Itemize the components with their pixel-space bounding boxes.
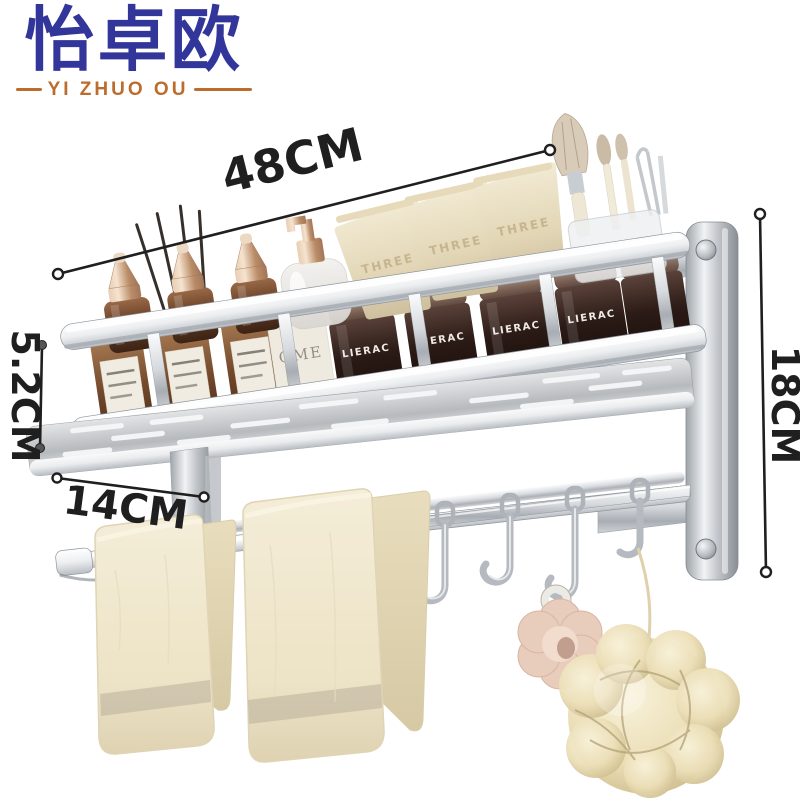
logo-english-row: YI ZHUO OU bbox=[8, 79, 260, 101]
towel-stripe bbox=[248, 684, 382, 724]
logo-dash-left bbox=[15, 88, 42, 92]
small-brush-tuft bbox=[596, 134, 612, 167]
hook-4 bbox=[616, 497, 644, 559]
dimension-label-width: 48CM bbox=[216, 117, 368, 204]
basket-rim bbox=[60, 231, 691, 350]
tray-slots bbox=[62, 365, 672, 458]
tweezers bbox=[635, 147, 649, 158]
towel-left bbox=[94, 514, 237, 755]
towel-right bbox=[242, 488, 431, 763]
basket-posts bbox=[146, 256, 676, 412]
mounting-screw-bottom bbox=[695, 538, 717, 560]
mounting-screw-top bbox=[695, 239, 717, 261]
logo-chinese: 怡卓欧 bbox=[24, 0, 244, 81]
mesh-loofah bbox=[559, 624, 740, 798]
pump-nozzle bbox=[285, 215, 307, 233]
dimension-label-bracket-height: 18CM bbox=[763, 346, 800, 465]
logo-dash-right bbox=[194, 88, 253, 92]
brand-logo: 怡卓欧 YI ZHUO OU bbox=[8, 2, 260, 101]
hook-2 bbox=[479, 513, 514, 586]
hook-3 bbox=[544, 505, 579, 601]
bracket-highlight bbox=[722, 228, 728, 574]
dimension-label-depth: 14CM bbox=[61, 477, 191, 539]
towel-stripe bbox=[100, 680, 211, 716]
dimension-5-2cm: 5.2CM bbox=[3, 329, 47, 463]
dimension-label-tier-height: 5.2CM bbox=[3, 329, 47, 462]
dimension-18cm: 18CM bbox=[753, 207, 800, 579]
logo-english: YI ZHUO OU bbox=[47, 78, 189, 100]
bar-end-cap bbox=[55, 547, 94, 576]
cream-tube: THREE bbox=[471, 162, 566, 283]
